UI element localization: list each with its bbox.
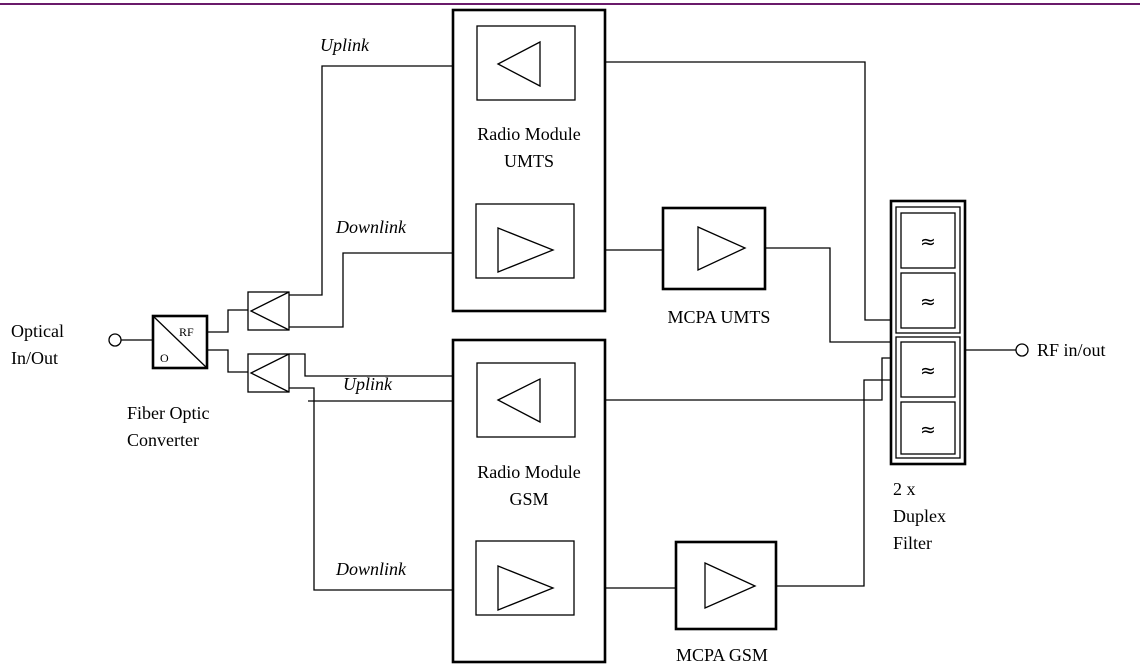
converter-rf-label: RF: [179, 325, 194, 339]
optical-port-icon: [108, 333, 122, 347]
uplink-gsm-label: Uplink: [343, 374, 393, 394]
filter-icon: ≈: [920, 231, 936, 253]
duplex-filter: ≈ ≈ ≈ ≈: [889, 199, 967, 466]
duplex-label-line3: Filter: [893, 533, 932, 553]
filter-icon: ≈: [920, 419, 936, 441]
fiber-optic-label-line1: Fiber Optic: [127, 403, 210, 423]
splitter-top: [247, 291, 290, 331]
duplex-label-line1: 2 x: [893, 479, 916, 499]
fiber-optic-converter: RF O: [151, 314, 209, 370]
radio-module-gsm-label-line2: GSM: [509, 489, 548, 509]
rf-port-icon: [1015, 343, 1029, 357]
uplink-umts-label: Uplink: [320, 35, 370, 55]
duplex-label-line2: Duplex: [893, 506, 946, 526]
fiber-optic-label-line2: Converter: [127, 430, 199, 450]
optical-label-line1: Optical: [11, 321, 64, 341]
radio-module-gsm-label-line1: Radio Module: [477, 462, 581, 482]
radio-module-umts-label-line2: UMTS: [504, 151, 554, 171]
filter-icon: ≈: [920, 291, 936, 313]
amplifier-icon: [704, 561, 757, 609]
mcpa-gsm: [674, 540, 778, 631]
amplifier-icon: [697, 225, 747, 272]
uplink-amplifier-icon: [496, 40, 541, 88]
splitter-bottom: [247, 353, 290, 393]
rf-io-label: RF in/out: [1037, 340, 1106, 360]
downlink-gsm-label: Downlink: [335, 559, 407, 579]
downlink-amplifier-icon: [497, 565, 555, 611]
mcpa-umts: [661, 206, 767, 291]
uplink-amplifier-icon: [496, 377, 541, 424]
filter-icon: ≈: [920, 360, 936, 382]
downlink-umts-label: Downlink: [335, 217, 407, 237]
radio-module-umts-label-line1: Radio Module: [477, 124, 581, 144]
radio-module-gsm: [451, 338, 607, 664]
mcpa-gsm-label: MCPA GSM: [676, 645, 768, 665]
mcpa-umts-label: MCPA UMTS: [668, 307, 771, 327]
optical-label-line2: In/Out: [11, 348, 58, 368]
radio-module-umts: [451, 8, 607, 313]
converter-o-label: O: [160, 351, 169, 365]
downlink-amplifier-icon: [497, 227, 555, 273]
